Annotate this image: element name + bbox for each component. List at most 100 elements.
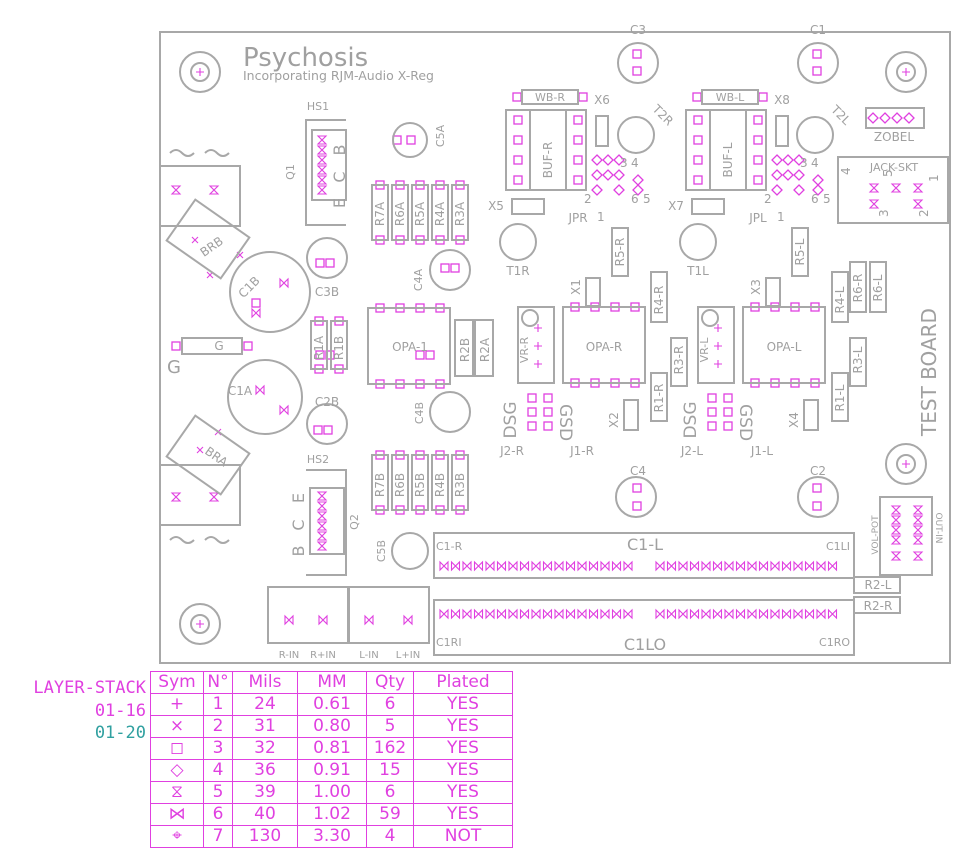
component-label: OPA-R — [586, 340, 623, 354]
pad — [723, 421, 733, 431]
silk-outline — [433, 532, 855, 579]
component-label: HS2 — [307, 453, 329, 466]
component-label: C1RI — [436, 636, 462, 649]
pad — [323, 425, 333, 435]
component-label: G — [167, 357, 181, 378]
component-label: R2-R — [864, 599, 893, 613]
silk-outline — [650, 372, 668, 422]
pad-bowtie — [747, 560, 757, 572]
pad-bowtie — [485, 560, 495, 572]
pad-bowtie — [577, 560, 587, 572]
component-label: C1A — [228, 384, 253, 398]
drill-cell: 4 — [203, 759, 233, 782]
component-label: C2B — [315, 395, 339, 409]
component-label: R3-L — [851, 346, 865, 373]
pad — [693, 135, 703, 145]
component-label: C3 — [630, 23, 646, 37]
layer-stack-title: LAYER-STACK — [33, 678, 146, 698]
component-label: C — [289, 519, 308, 530]
pad-diamond — [793, 154, 805, 166]
component-label: WB-L — [716, 91, 745, 104]
silk-outline — [837, 156, 949, 224]
silk-circle — [679, 223, 717, 261]
pad-bowtie — [611, 560, 622, 572]
component-label: R1-R — [652, 384, 666, 413]
component-label: C1LI — [826, 540, 850, 553]
mount-hole-pad — [196, 620, 204, 628]
silk-outline — [585, 277, 601, 307]
pad-bowtie — [531, 608, 541, 620]
silk-circle — [796, 116, 834, 154]
component-label: C1RO — [819, 636, 850, 649]
component-label: C5B — [375, 540, 388, 562]
jumper-digit: 6 — [631, 192, 639, 206]
silk-outline — [869, 261, 887, 313]
silk-outline — [517, 306, 555, 384]
layer-range-a: 01-16 — [94, 701, 146, 721]
pad-hourglass — [912, 515, 924, 525]
drill-header-cell: MM — [297, 671, 367, 694]
pad — [723, 407, 733, 417]
silk-outline — [511, 198, 545, 215]
silk-outline — [691, 198, 725, 215]
silk-outline — [330, 320, 348, 370]
pad — [632, 483, 642, 493]
pad-diamond — [793, 184, 805, 196]
pad-bowtie — [735, 560, 746, 572]
silk-circle — [391, 532, 429, 570]
drill-cell: 7 — [203, 825, 233, 848]
pad-bowtie — [678, 560, 688, 572]
component-label: R5-L — [793, 238, 807, 265]
silk-outline — [849, 261, 867, 313]
pad-bowtie — [666, 560, 677, 572]
silk-outline — [562, 306, 646, 384]
silk-circle — [521, 309, 539, 327]
silk-outline — [310, 320, 328, 370]
pad-hourglass — [316, 511, 328, 521]
pad-bowtie — [531, 560, 541, 572]
drill-cell: 0.61 — [297, 693, 367, 716]
pad-bowtie — [804, 608, 815, 620]
silk-outline — [311, 129, 347, 201]
component-label: JPR — [567, 211, 587, 225]
pad — [313, 425, 323, 435]
pad-diamond — [591, 154, 603, 166]
silk-outline — [697, 306, 735, 384]
bridge-outline — [165, 414, 251, 496]
pad-plus — [534, 324, 542, 332]
pad-hourglass — [316, 175, 328, 185]
component-label: DSG — [681, 401, 701, 438]
silk-circle — [615, 476, 657, 518]
silk-outline — [879, 496, 933, 576]
pad-bowtie — [611, 608, 622, 620]
silk-circle — [179, 603, 221, 645]
component-label: R2B — [458, 338, 472, 362]
component-label: J1-R — [569, 444, 594, 458]
pad-hourglass — [316, 135, 328, 145]
component-label: X1 — [569, 279, 583, 295]
jack-digit: 1 — [927, 174, 941, 182]
pad-bowtie — [284, 614, 294, 626]
jumper-digit: 3 — [620, 156, 628, 170]
component-label: C1B — [236, 274, 263, 301]
pad-bowtie — [542, 560, 553, 572]
pad-hourglass — [912, 535, 924, 545]
silk-circle — [797, 476, 839, 518]
pad-diamond — [613, 184, 625, 196]
pad-hourglass — [316, 165, 328, 175]
silk-circle — [885, 443, 927, 485]
component-label: R4A — [433, 201, 447, 226]
pad — [415, 350, 425, 360]
component-label: T2L — [828, 102, 854, 128]
pad-diamond — [591, 169, 603, 181]
pad-bowtie — [485, 608, 495, 620]
component-label: G — [214, 339, 223, 353]
pad — [707, 421, 717, 431]
pad-plus — [714, 324, 722, 332]
component-label: DSG — [501, 401, 521, 438]
component-label: C4A — [412, 268, 425, 291]
pad-diamond — [879, 112, 891, 124]
component-label: GSD — [555, 404, 575, 441]
component-label: T2R — [649, 101, 676, 128]
